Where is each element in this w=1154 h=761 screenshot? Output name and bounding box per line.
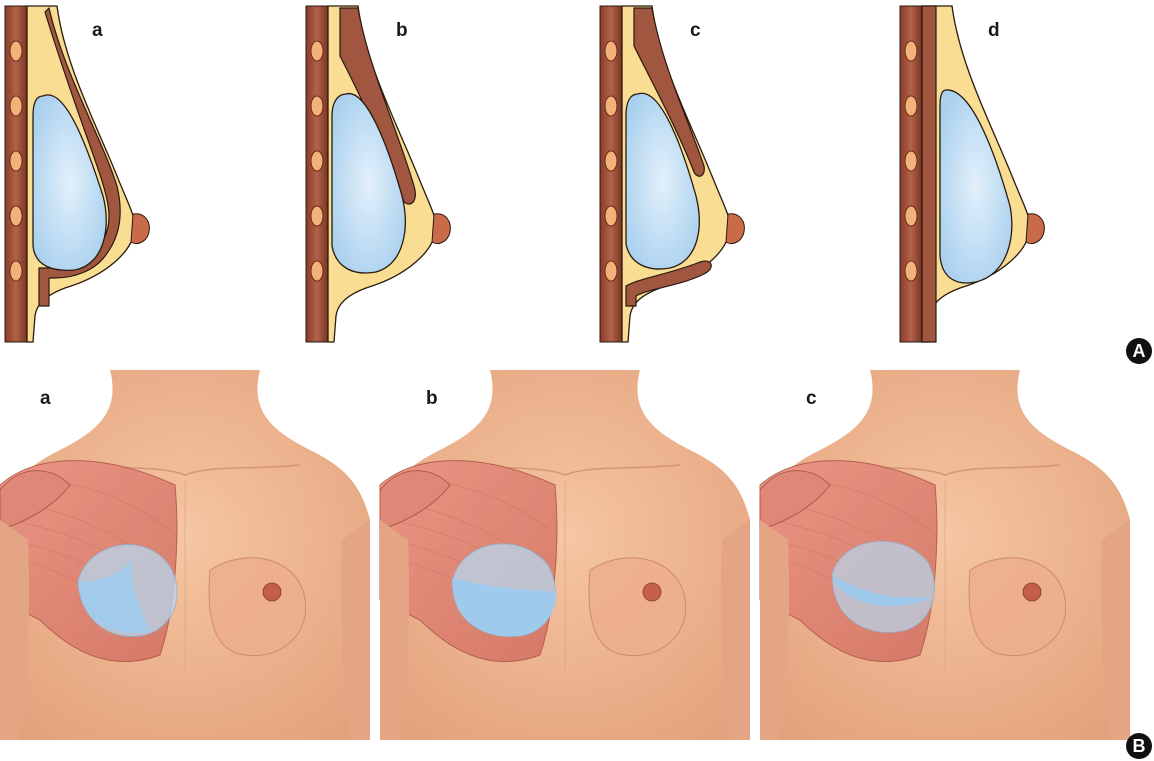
sagittal-label-b: b <box>396 20 408 42</box>
sagittal-label-a: a <box>92 20 103 42</box>
frontal-label-b: b <box>426 388 438 410</box>
section-b-badge: B <box>1126 733 1152 759</box>
sagittal-panel-d <box>900 6 1044 342</box>
section-a-badge: A <box>1126 338 1152 364</box>
sagittal-panel-a <box>5 6 149 342</box>
sagittal-panel-c <box>600 6 744 342</box>
implant <box>33 95 106 270</box>
frontal-label-c: c <box>806 388 817 410</box>
implant <box>940 90 1012 283</box>
sagittal-panel-b <box>306 6 450 342</box>
frontal-panel-a <box>0 370 370 740</box>
pectoral-muscle <box>922 6 936 342</box>
frontal-panel-c <box>760 370 1130 740</box>
sagittal-label-c: c <box>690 20 701 42</box>
frontal-label-a: a <box>40 388 51 410</box>
frontal-panel-b <box>380 370 750 740</box>
sagittal-label-d: d <box>988 20 1000 42</box>
